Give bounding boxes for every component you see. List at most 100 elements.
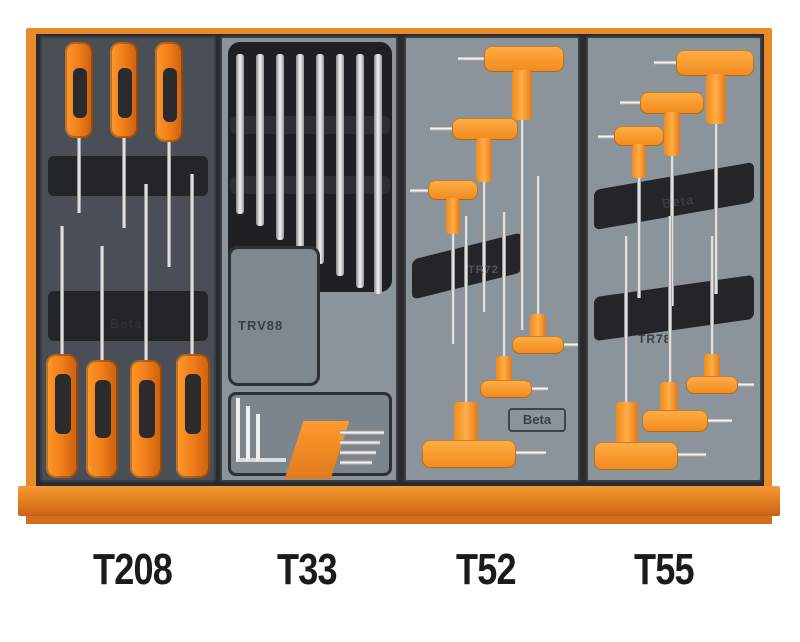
t-handle	[676, 50, 754, 76]
wrench	[316, 54, 324, 264]
handle-grip	[55, 374, 71, 434]
t-handle	[686, 376, 738, 394]
tray-label-t33: T33	[277, 545, 338, 594]
tray-t55-emboss-secondary: TR78	[638, 332, 672, 346]
t-handle-tip	[598, 134, 618, 139]
t-handle-stem	[632, 144, 646, 178]
t-handle	[428, 180, 478, 200]
t-handle	[642, 410, 708, 432]
screwdriver-handle	[130, 360, 162, 478]
tray-label-t55: T55	[634, 545, 695, 594]
t-handle-stem	[446, 198, 460, 234]
wrench	[356, 54, 364, 288]
t-handle-stem	[706, 74, 726, 124]
t-handle-shaft	[624, 236, 628, 406]
drawer-front-lip	[18, 486, 780, 516]
t-handle-shaft	[710, 236, 714, 356]
wrench	[236, 54, 244, 214]
t-handle	[614, 126, 664, 146]
t-handle-shaft	[451, 234, 455, 344]
t-handle-tip	[430, 126, 456, 131]
t-handle-tip	[516, 450, 546, 455]
screwdriver-shaft	[100, 246, 104, 361]
tray-t33-emboss: TRV88	[238, 318, 284, 333]
t-handle-tip	[738, 382, 754, 387]
tray-t33: TRV88	[220, 36, 398, 482]
hex-key	[256, 414, 286, 462]
hex-key-arm	[340, 460, 372, 465]
hex-key-arm	[340, 450, 376, 455]
t-handle	[640, 92, 704, 114]
wrench	[256, 54, 264, 226]
wrench	[276, 54, 284, 240]
t-handle-shaft	[668, 216, 672, 386]
t-handle-stem	[664, 112, 680, 156]
tray-t208-emboss: Beta	[110, 316, 143, 331]
t-handle-shaft	[502, 212, 506, 362]
t-handle-shaft	[536, 176, 540, 316]
screwdriver-shaft	[60, 226, 64, 356]
t-handle-tip	[410, 188, 432, 193]
hex-key-arm	[340, 440, 380, 445]
tray-t52-logo: Beta	[508, 408, 566, 432]
t-handle-stem	[512, 70, 532, 120]
t-handle-shaft	[670, 156, 674, 306]
t-handle-tip	[620, 100, 644, 105]
tray-slot-band	[594, 274, 754, 342]
t-handle-tip	[678, 452, 706, 457]
t-handle	[422, 440, 516, 468]
t-handle-shaft	[464, 216, 468, 406]
trv88-recess	[228, 246, 320, 386]
hex-key-arm	[340, 430, 384, 435]
t-handle-tip	[532, 386, 548, 391]
tray-t52: TR72 Beta	[404, 36, 580, 482]
tray-slot-band	[230, 176, 390, 194]
handle-grip	[118, 68, 132, 118]
screwdriver-shaft	[190, 174, 194, 359]
t-handle-tip	[708, 418, 732, 423]
handle-grip	[163, 68, 177, 122]
screwdriver-shaft	[144, 184, 148, 364]
wrench	[374, 54, 382, 294]
wrench	[296, 54, 304, 252]
t-handle-shaft	[714, 124, 718, 294]
screwdriver-handle	[110, 42, 138, 138]
wrench	[336, 54, 344, 276]
screwdriver-shaft	[167, 142, 171, 267]
drawer-front-underside	[26, 516, 772, 524]
tray-t55: Beta TR78	[586, 36, 762, 482]
screwdriver-handle	[176, 354, 210, 478]
handle-grip	[139, 380, 155, 438]
t-handle-stem	[660, 382, 678, 418]
t-handle-stem	[496, 356, 512, 386]
screwdriver-handle	[46, 354, 78, 478]
screwdriver-shaft	[77, 138, 81, 213]
tray-slot-band	[48, 291, 208, 341]
screwdriver-handle	[65, 42, 93, 138]
t-handle	[512, 336, 564, 354]
t-handle	[452, 118, 518, 140]
t-handle-stem	[616, 402, 638, 448]
tray-t208: Beta	[40, 36, 216, 482]
t-handle-shaft	[520, 120, 524, 330]
handle-grip	[185, 374, 201, 434]
screwdriver-shaft	[122, 138, 126, 228]
screwdriver-handle	[155, 42, 183, 142]
screwdriver-handle	[86, 360, 118, 478]
t-handle-stem	[476, 138, 492, 182]
tray-slot-band	[230, 116, 390, 134]
handle-grip	[95, 380, 111, 438]
tray-label-t52: T52	[456, 545, 517, 594]
t-handle-shaft	[482, 182, 486, 312]
t-handle	[480, 380, 532, 398]
tray-slot-band	[48, 156, 208, 196]
t-handle	[484, 46, 564, 72]
t-handle-tip	[654, 60, 680, 65]
tray-t52-emboss-secondary: TR72	[468, 264, 499, 276]
t-handle-tip	[458, 56, 488, 61]
handle-grip	[73, 68, 87, 118]
t-handle-shaft	[637, 178, 641, 298]
t-handle-tip	[564, 342, 578, 347]
tray-label-t208: T208	[93, 545, 173, 594]
t-handle	[594, 442, 678, 470]
